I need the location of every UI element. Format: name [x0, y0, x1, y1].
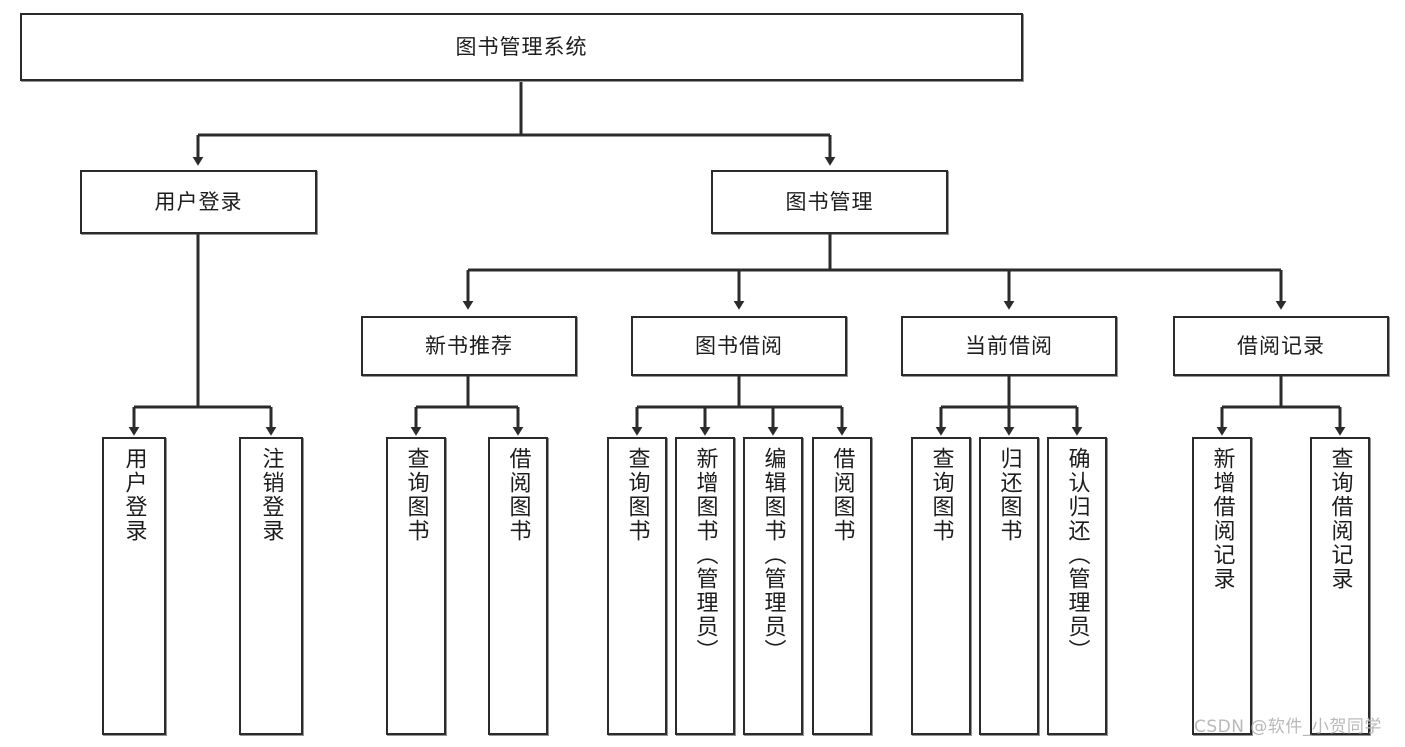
node-leaf-borrow-book-1-label: 借阅图书	[505, 447, 531, 543]
node-leaf-return-book-label: 归还图书	[996, 447, 1022, 543]
node-leaf-borrow-book-1[interactable]: 借阅图书	[488, 437, 548, 735]
node-new-book-rec[interactable]: 新书推荐	[361, 316, 577, 376]
node-book-borrow[interactable]: 图书借阅	[631, 316, 847, 376]
node-leaf-query-record[interactable]: 查询借阅记录	[1310, 437, 1370, 735]
node-leaf-borrow-book-2-label: 借阅图书	[829, 447, 855, 543]
node-book-manage[interactable]: 图书管理	[711, 170, 948, 234]
node-leaf-query-book-2-label: 查询图书	[624, 447, 650, 543]
node-borrow-record-label: 借阅记录	[1237, 333, 1325, 358]
node-leaf-query-record-label: 查询借阅记录	[1327, 447, 1353, 591]
node-leaf-add-record-label: 新增借阅记录	[1209, 447, 1235, 591]
node-current-borrow[interactable]: 当前借阅	[901, 316, 1117, 376]
node-leaf-add-book-label: 新增图书（管理员）	[692, 447, 718, 663]
node-leaf-confirm-return-label: 确认归还（管理员）	[1064, 447, 1090, 663]
node-leaf-query-book-1-label: 查询图书	[403, 447, 429, 543]
node-leaf-query-book-3[interactable]: 查询图书	[911, 437, 971, 735]
node-leaf-confirm-return[interactable]: 确认归还（管理员）	[1047, 437, 1107, 735]
node-leaf-user-login[interactable]: 用户登录	[102, 437, 166, 735]
node-leaf-edit-book-label: 编辑图书（管理员）	[760, 447, 786, 663]
watermark: CSDN @软件_小贺同学	[1194, 717, 1382, 737]
node-leaf-add-record[interactable]: 新增借阅记录	[1192, 437, 1252, 735]
node-leaf-borrow-book-2[interactable]: 借阅图书	[812, 437, 872, 735]
node-user-login-label: 用户登录	[154, 189, 243, 214]
node-leaf-add-book[interactable]: 新增图书（管理员）	[675, 437, 735, 735]
node-root-label: 图书管理系统	[455, 34, 588, 59]
node-leaf-query-book-2[interactable]: 查询图书	[607, 437, 667, 735]
node-leaf-logout[interactable]: 注销登录	[239, 437, 303, 735]
node-book-manage-label: 图书管理	[785, 189, 874, 214]
node-leaf-return-book[interactable]: 归还图书	[979, 437, 1039, 735]
node-leaf-query-book-3-label: 查询图书	[928, 447, 954, 543]
node-current-borrow-label: 当前借阅	[965, 333, 1053, 358]
node-borrow-record[interactable]: 借阅记录	[1173, 316, 1389, 376]
node-leaf-query-book-1[interactable]: 查询图书	[386, 437, 446, 735]
node-leaf-user-login-label: 用户登录	[121, 447, 147, 543]
node-root[interactable]: 图书管理系统	[20, 13, 1023, 81]
node-book-borrow-label: 图书借阅	[695, 333, 783, 358]
node-leaf-logout-label: 注销登录	[258, 447, 284, 543]
node-new-book-rec-label: 新书推荐	[425, 333, 513, 358]
node-user-login[interactable]: 用户登录	[80, 170, 317, 234]
node-leaf-edit-book[interactable]: 编辑图书（管理员）	[743, 437, 803, 735]
